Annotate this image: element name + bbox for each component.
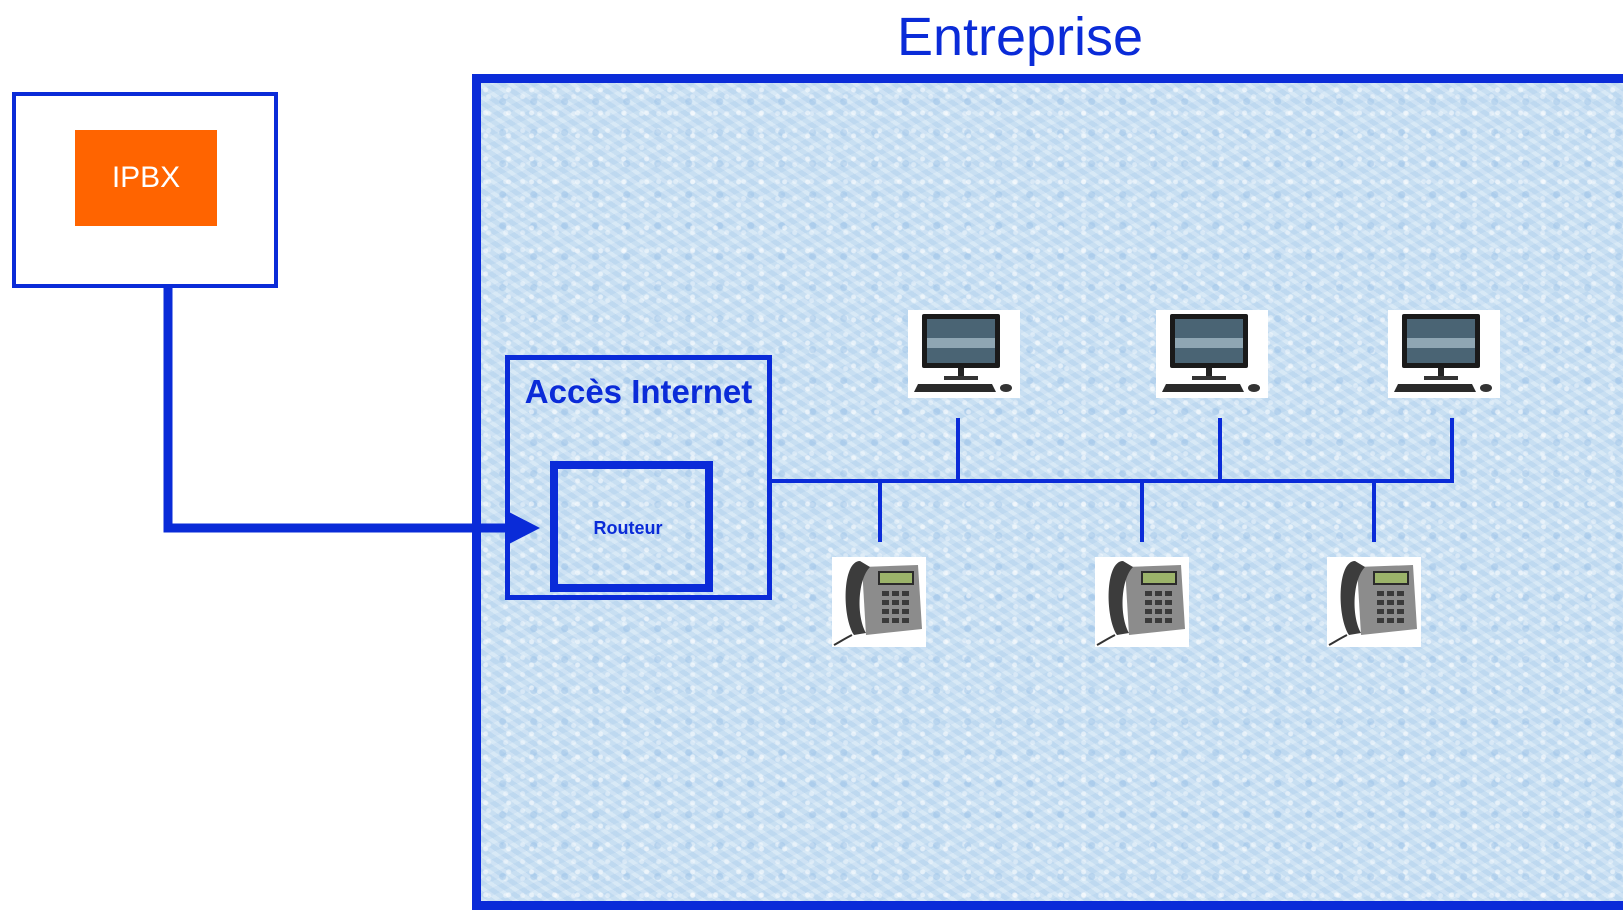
phone-1[interactable]: [832, 557, 926, 647]
ipbx-node[interactable]: IPBX: [75, 130, 217, 226]
ipbx-to-router-link: [163, 288, 510, 533]
routeur-label: Routeur: [593, 518, 663, 538]
routeur-box[interactable]: [550, 461, 713, 592]
computer-2[interactable]: [1156, 310, 1268, 398]
phone-3[interactable]: [1327, 557, 1421, 647]
acces-internet-box: [505, 355, 772, 600]
desk-phone-icon: [1096, 561, 1185, 646]
phone-2[interactable]: [1095, 557, 1189, 647]
enterprise-area: [472, 74, 1623, 910]
computer-1[interactable]: [908, 310, 1020, 398]
computer-icon: [1394, 314, 1492, 392]
desk-phone-icon: [1328, 561, 1417, 646]
lan-drops: [878, 418, 1454, 542]
computer-icon: [1162, 314, 1260, 392]
desk-phone-icon: [833, 561, 922, 646]
computer-icon: [914, 314, 1012, 392]
acces-internet-label: Accès Internet: [524, 373, 753, 410]
computer-3[interactable]: [1388, 310, 1500, 398]
enterprise-title: Entreprise: [896, 7, 1144, 67]
arrow-head-icon: [505, 510, 540, 546]
